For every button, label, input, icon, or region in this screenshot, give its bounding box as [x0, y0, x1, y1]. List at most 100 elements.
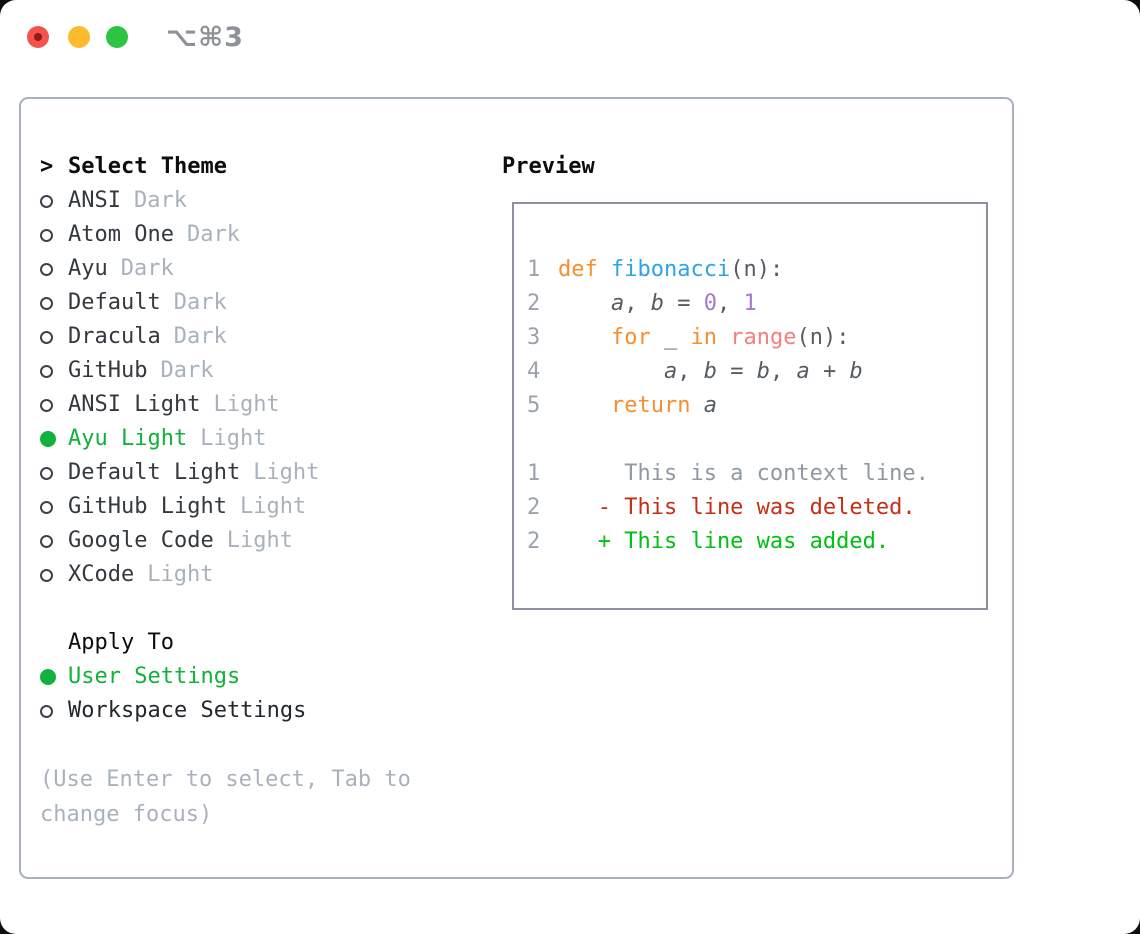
radio-icon	[40, 364, 68, 378]
diff-line-add: 2 + This line was added.	[527, 525, 986, 559]
variant-tag: Dark	[120, 256, 174, 281]
radio-icon	[40, 500, 68, 514]
option-label: GitHub Light	[68, 494, 227, 519]
option-label: Default Light	[68, 460, 241, 485]
theme-option[interactable]: Ayu Light Light	[40, 422, 460, 456]
option-label: Dracula	[68, 324, 161, 349]
option-label: XCode	[68, 562, 135, 587]
line-number: 1	[527, 257, 541, 282]
line-number: 1	[527, 461, 541, 486]
radio-circle	[40, 398, 53, 412]
radio-icon	[40, 330, 68, 344]
code-line: 1 def fibonacci(n):	[527, 253, 986, 287]
select-theme-title: Select Theme	[68, 154, 227, 179]
variant-tag: Light	[239, 494, 307, 519]
radio-icon	[40, 194, 68, 208]
variant-tag: Dark	[160, 358, 214, 383]
radio-circle	[40, 296, 53, 310]
radio-circle	[40, 568, 53, 582]
variant-tag: Dark	[133, 188, 187, 213]
code-text: def fibonacci(n):	[558, 257, 784, 282]
option-label: Google Code	[68, 528, 214, 553]
variant-tag: Light	[253, 460, 320, 485]
line-number: 2	[527, 495, 541, 520]
variant-tag: Dark	[173, 290, 227, 315]
diff-line-del: 2 - This line was deleted.	[527, 491, 986, 525]
theme-option[interactable]: ANSI Dark	[40, 184, 460, 218]
option-label: GitHub	[68, 358, 148, 383]
apply-to-title: Apply To	[68, 630, 174, 655]
radio-circle	[40, 466, 53, 480]
option-label: Atom One	[68, 222, 174, 247]
code-text: for _ in range(n):	[610, 325, 850, 350]
prompt-icon: >	[40, 154, 54, 179]
code-text: a, b = b, a + b	[663, 359, 863, 384]
code-line: 3 for _ in range(n):	[527, 321, 986, 355]
select-theme-header: > Select Theme	[40, 150, 460, 184]
radio-circle	[40, 704, 53, 718]
variant-tag: Light	[200, 426, 267, 451]
code-line: 4 a, b = b, a + b	[527, 355, 986, 389]
option-label: Ayu Light	[68, 426, 188, 451]
titlebar: ⌥⌘3	[0, 0, 1140, 74]
line-number: 4	[527, 359, 541, 384]
maximize-button[interactable]	[106, 26, 128, 48]
diff-text: + This line was added.	[558, 529, 890, 554]
radio-icon	[40, 534, 68, 548]
radio-icon	[40, 398, 68, 412]
radio-icon	[40, 568, 68, 582]
hint-text: (Use Enter to select, Tab to change focu…	[40, 767, 411, 827]
option-label: User Settings	[68, 664, 241, 689]
radio-icon	[40, 704, 68, 718]
diff-preview: 1 This is a context line.2 - This line w…	[527, 457, 986, 559]
radio-circle	[40, 364, 53, 378]
preview-title: Preview	[502, 154, 595, 179]
option-label: Ayu	[68, 256, 108, 281]
theme-option[interactable]: XCode Light	[40, 558, 460, 592]
radio-circle	[40, 194, 53, 208]
theme-option[interactable]: Default Light Light	[40, 456, 460, 490]
line-number: 3	[527, 325, 541, 350]
code-text: a, b = 0, 1	[610, 291, 757, 316]
radio-circle	[40, 669, 56, 685]
line-number: 5	[527, 393, 541, 418]
apply-option[interactable]: User Settings	[40, 660, 460, 694]
theme-option[interactable]: GitHub Dark	[40, 354, 460, 388]
keyboard-shortcut-label: ⌥⌘3	[166, 22, 244, 53]
close-button[interactable]	[27, 26, 49, 48]
theme-option[interactable]: Ayu Dark	[40, 252, 460, 286]
minimize-button[interactable]	[68, 26, 90, 48]
radio-circle	[40, 262, 53, 276]
theme-option[interactable]: GitHub Light Light	[40, 490, 460, 524]
diff-text: - This line was deleted.	[558, 495, 916, 520]
close-button-dot-icon	[34, 33, 42, 41]
radio-circle	[40, 500, 53, 514]
apply-option[interactable]: Workspace Settings	[40, 694, 460, 728]
option-label: ANSI	[68, 188, 121, 213]
apply-to-header: Apply To	[40, 626, 460, 660]
option-label: ANSI Light	[68, 392, 201, 417]
blank-line	[527, 423, 986, 457]
option-label: Workspace Settings	[68, 698, 307, 723]
radio-icon	[40, 228, 68, 242]
line-number: 2	[527, 291, 541, 316]
code-line: 2 a, b = 0, 1	[527, 287, 986, 321]
diff-text: This is a context line.	[558, 461, 929, 486]
radio-icon	[40, 466, 68, 480]
radio-circle	[40, 228, 53, 242]
code-line: 5 return a	[527, 389, 986, 423]
variant-tag: Light	[147, 562, 214, 587]
radio-icon	[40, 262, 68, 276]
radio-circle	[40, 431, 56, 447]
diff-line-ctx: 1 This is a context line.	[527, 457, 986, 491]
